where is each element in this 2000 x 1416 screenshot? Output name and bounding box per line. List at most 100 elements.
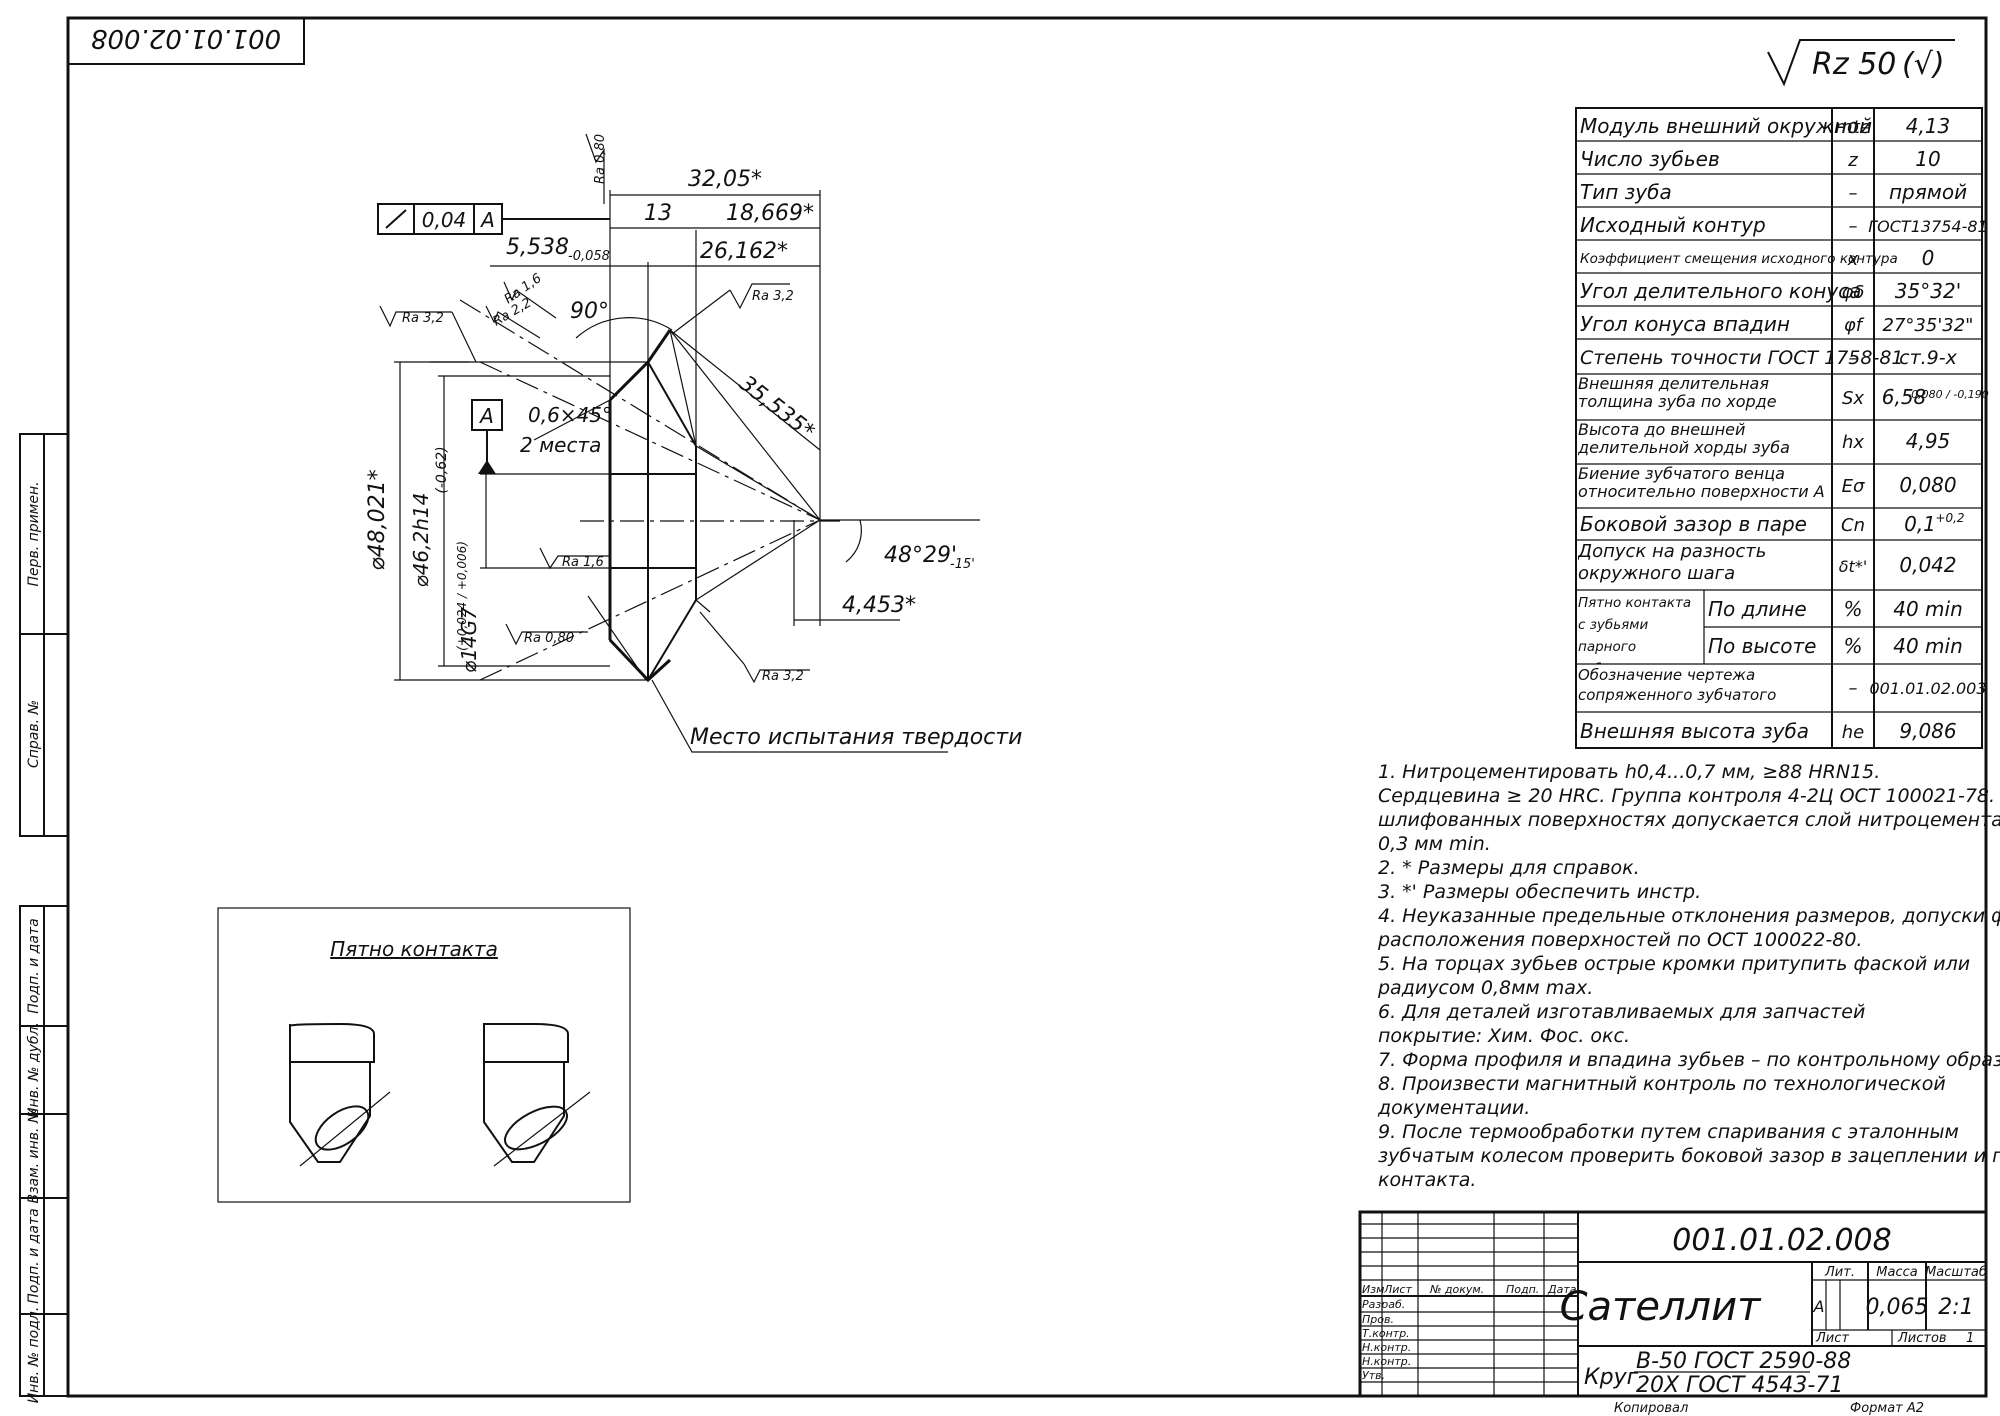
param-val-15: 001.01.02.003	[1869, 679, 1986, 698]
param-sym-9: hx	[1842, 432, 1864, 453]
param-val-1: 10	[1915, 147, 1940, 171]
tb-scale-val: 2:1	[1938, 1295, 1973, 1320]
param-val-5: 35°32'	[1895, 279, 1961, 303]
note-line-9: радиусом 0,8мм max.	[1377, 977, 1593, 999]
tb-material-2: 20Х ГОСТ 4543-71	[1636, 1373, 1843, 1398]
note-line-12: 7. Форма профиля и впадина зубьев – по к…	[1378, 1049, 2000, 1071]
tb-row-nkontr1: Н.контр.	[1362, 1341, 1411, 1354]
param-sym-11: Cn	[1841, 515, 1865, 536]
contact-pattern-box: Пятно контакта	[217, 907, 631, 1203]
section-hatch-lower	[609, 567, 697, 682]
param-sym-14: %	[1843, 634, 1862, 658]
contact-pattern-title: Пятно контакта	[330, 937, 498, 961]
roughness-general-value: Rz 50	[1812, 47, 1896, 82]
param-val-7: ст.9-х	[1899, 347, 1957, 369]
runout-tolerance-datum: A	[479, 208, 495, 232]
tb-format: Формат A2	[1850, 1401, 1924, 1416]
note-line-14: документации.	[1377, 1097, 1530, 1119]
dim-14: ⌀14G7	[457, 607, 481, 673]
runout-tolerance-frame: 0,04 A	[377, 203, 610, 235]
roughness-label-0: Ra 0,80	[593, 134, 608, 184]
tb-material-prefix: Круг	[1584, 1365, 1639, 1390]
roughness-label-1: Ra 3,2	[402, 311, 444, 326]
dim-46-2-tol: (-0,62)	[434, 446, 450, 493]
param-val-tol-8: -0,080 / -0,190	[1907, 388, 1989, 401]
note-line-3: 0,3 мм min.	[1378, 833, 1491, 855]
param-val-14: 40 min	[1893, 634, 1963, 658]
note-line-11: покрытие: Хим. Фос. окс.	[1378, 1025, 1630, 1047]
note-line-1: Сердцевина ≥ 20 HRC. Группа контроля 4-2…	[1378, 785, 2000, 807]
tb-col-data: Дата	[1547, 1283, 1577, 1296]
param-val-12: 0,042	[1899, 553, 1956, 577]
tb-copied: Копировал	[1614, 1401, 1688, 1416]
note-line-16: зубчатым колесом проверить боковой зазор…	[1378, 1145, 2000, 1167]
param-sym-7: –	[1849, 348, 1858, 369]
note-line-8: 5. На торцах зубьев острые кромки притуп…	[1378, 953, 1970, 975]
tb-code: 001.01.02.008	[1672, 1223, 1891, 1258]
param-name-10: Биение зубчатого венца относительно пове…	[1578, 465, 1825, 501]
param-val-2: прямой	[1889, 180, 1967, 204]
tb-mass-val: 0,065	[1866, 1295, 1929, 1320]
param-sym-8: Sx	[1842, 388, 1864, 409]
contact-spot-label: Пятно контакта с зубьями парного зубчато…	[1578, 595, 1692, 664]
param-name-14: По высоте	[1708, 634, 1816, 658]
roughness-label-5: Ra 1,6	[562, 555, 604, 570]
param-sym-2: –	[1849, 183, 1858, 204]
param-val-6: 27°35'32"	[1883, 315, 1974, 336]
roughness-label-6: Ra 0,80	[524, 631, 574, 646]
note-line-15: 9. После термообработки путем спаривания…	[1378, 1121, 1959, 1143]
tb-row-utv: Утв.	[1362, 1369, 1385, 1382]
dim-13: 13	[644, 201, 672, 226]
dim-14-tol: (+0,024 / +0,006)	[455, 541, 469, 651]
dim-26-162: 26,162*	[700, 239, 788, 264]
tb-material-1: В-50 ГОСТ 2590-88	[1636, 1349, 1851, 1374]
section-hatch-upper	[609, 360, 697, 475]
left-margin-strip: Перв. примен. Справ. № Подп. и дата Инв.…	[19, 433, 69, 1403]
tb-sheet-label: Лист	[1815, 1331, 1849, 1346]
tb-lit-val: А	[1813, 1297, 1825, 1316]
tb-row-razrab: Разраб.	[1362, 1298, 1405, 1311]
contact-tooth-right	[483, 1022, 591, 1167]
dim-angle-48-tol: -15'	[950, 557, 975, 572]
tb-sheets-val: 1	[1966, 1331, 1974, 1346]
note-line-5: 3. *' Размеры обеспечить инстр.	[1378, 881, 1701, 903]
param-val-16: 9,086	[1899, 719, 1956, 743]
note-line-0: 1. Нитроцементировать h0,4...0,7 мм, ≥88…	[1378, 761, 1880, 783]
param-sym-10: Eσ	[1842, 476, 1865, 497]
param-name-8: Внешняя делительная толщина зуба по хорд…	[1578, 375, 1777, 411]
param-val-11: 0,1	[1904, 512, 1936, 536]
param-val-13: 40 min	[1893, 597, 1963, 621]
dim-5-538-tol: -0,058	[568, 249, 610, 264]
param-name-5: Угол делительного конуса	[1580, 279, 1861, 303]
param-val-8: 6,58	[1882, 385, 1927, 409]
param-name-16: Внешняя высота зуба	[1580, 719, 1809, 743]
roughness-general-mark: Rz 50 (√)	[1767, 39, 1955, 87]
param-name-0: Модуль внешний окружной	[1580, 114, 1872, 138]
tb-col-podp: Подп.	[1506, 1283, 1539, 1296]
dim-32-05: 32,05*	[688, 167, 762, 192]
chamfer-note: 2 места	[520, 433, 601, 457]
note-line-10: 6. Для деталей изготавливаемых для запча…	[1378, 1001, 1865, 1023]
margin-label-perv: Перв. примен.	[26, 481, 42, 586]
param-name-9: Высота до внешней делительной хорды зуба	[1578, 421, 1790, 457]
tb-lit-head: Лит.	[1824, 1265, 1855, 1280]
param-val-tol-11: +0,2	[1935, 511, 1964, 525]
dim-48-021: ⌀48,021*	[365, 469, 390, 570]
param-sym-4: x	[1847, 249, 1859, 270]
runout-tolerance-value: 0,04	[422, 208, 467, 232]
tb-col-list: Лист	[1383, 1283, 1412, 1296]
margin-label-podp1: Подп. и дата	[26, 918, 42, 1013]
param-sym-5: φδ	[1842, 282, 1865, 303]
param-sym-13: %	[1843, 597, 1862, 621]
dim-5-538: 5,538	[506, 235, 569, 260]
param-name-3: Исходный контур	[1580, 213, 1766, 237]
roughness-label-7: Ra 3,2	[762, 669, 804, 684]
param-name-11: Боковой зазор в паре	[1580, 512, 1807, 536]
tb-scale-head: Масштаб	[1925, 1265, 1987, 1280]
note-line-6: 4. Неуказанные предельные отклонения раз…	[1378, 905, 2000, 927]
margin-label-dubl: Инв. № дубл.	[26, 1022, 42, 1118]
param-name-7: Степень точности ГОСТ 1758-81	[1580, 347, 1904, 369]
gear-section-view: 32,05* 13 18,669* 26,162* 5,538 -0,058 4…	[365, 133, 1022, 753]
tb-col-dokum: № докум.	[1429, 1283, 1484, 1296]
